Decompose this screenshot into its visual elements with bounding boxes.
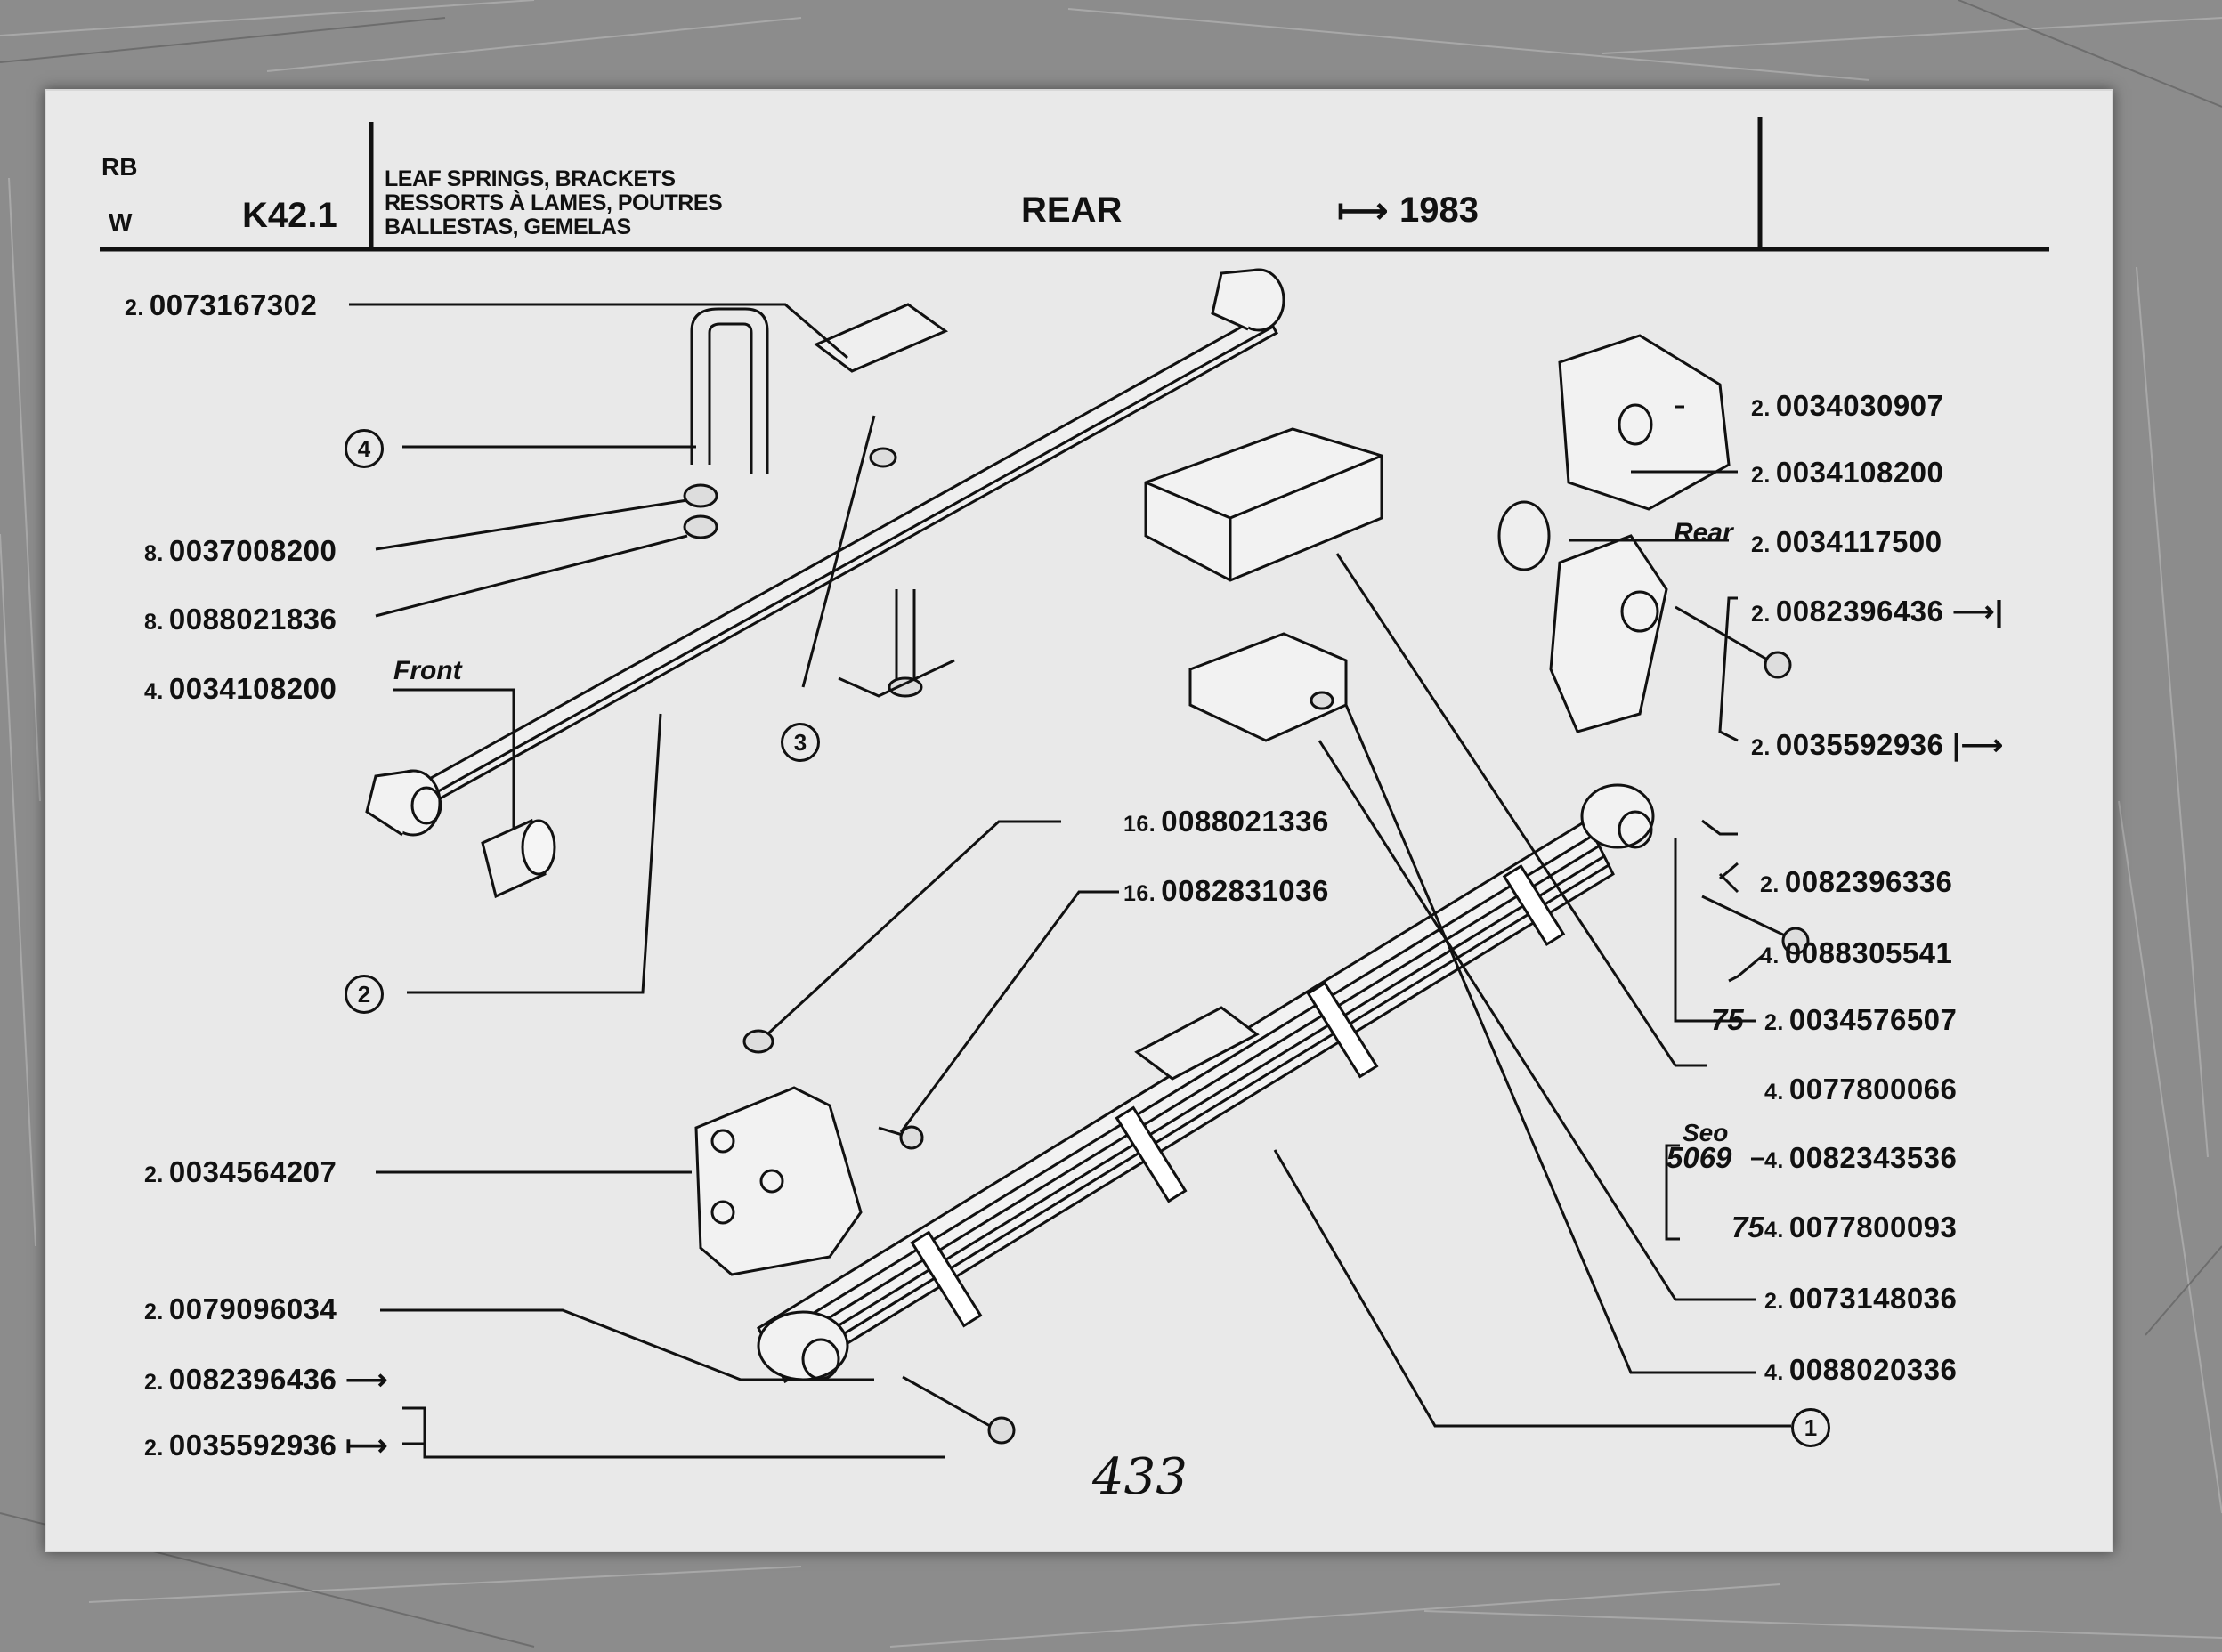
spacer-block-drawing	[1144, 427, 1383, 582]
part-label: 2.0034030907	[1751, 389, 1944, 422]
mounting-plate-drawing	[1188, 632, 1348, 742]
part-label: 4.0034108200	[144, 672, 337, 705]
part-label: 2.0034108200	[1751, 456, 1944, 489]
callout-2: 2	[345, 975, 384, 1014]
callout-4: 4	[345, 429, 384, 468]
part-label: 16.0082831036	[1123, 874, 1329, 907]
seo-note: Seo	[1683, 1119, 1729, 1146]
part-label: 2.0082396336	[1760, 865, 1953, 898]
part-label: 8.0037008200	[144, 534, 337, 567]
desc-en: LEAF SPRINGS, BRACKETS	[385, 166, 676, 191]
part-label: 8.0088021836	[144, 603, 337, 636]
callout-1: 1	[1791, 1408, 1830, 1447]
range-year: 1983	[1399, 190, 1479, 230]
range-arrow: ⟼	[1337, 191, 1389, 231]
exploded-view-drawing	[100, 117, 2049, 1459]
part-label: 2.0073148036	[1764, 1282, 1958, 1315]
front-hanger-bracket-drawing	[694, 1029, 924, 1276]
front-bushing-drawing	[481, 818, 556, 899]
main-leaf-spring-drawing	[757, 783, 1655, 1384]
variant-75-note: 75	[1711, 1003, 1744, 1036]
front-note: Front	[393, 656, 462, 685]
part-label: 2.0035592936 |⟶	[1751, 728, 2004, 761]
part-label: 4.0088305541	[1760, 936, 1953, 969]
part-label: 4.0077800066	[1764, 1073, 1958, 1105]
part-label: 2.0034117500	[1751, 525, 1942, 558]
rear-note: Rear	[1674, 518, 1733, 547]
part-label: 2.0034576507	[1764, 1003, 1958, 1036]
spring-plate-drawing	[814, 303, 949, 373]
part-label: 4.0077800093	[1764, 1211, 1958, 1243]
code-rb: RB	[101, 153, 138, 181]
part-label: 2.0073167302	[125, 288, 318, 321]
part-label: 2.0079096034	[144, 1292, 337, 1325]
seo-code-note: 5069	[1666, 1141, 1732, 1174]
upper-leaf-spring-drawing	[365, 268, 1285, 837]
variant-75-note: 75	[1731, 1211, 1764, 1243]
part-label: 2.0035592936 ⟼	[144, 1429, 388, 1462]
part-label: 16.0088021336	[1123, 805, 1329, 838]
part-label: 4.0088020336	[1764, 1353, 1958, 1386]
desc-fr: RESSORTS À LAMES, POUTRES	[385, 190, 723, 215]
rear-hanger-bracket-drawing	[1558, 334, 1731, 511]
u-bolt-drawing	[690, 307, 769, 474]
position-title: REAR	[1021, 190, 1123, 230]
part-label: 4.0082343536	[1764, 1141, 1958, 1174]
part-label: 2.0082396436 ⟶	[144, 1363, 388, 1396]
part-label: 2.0034564207	[144, 1155, 337, 1188]
section-code: K42.1	[242, 196, 337, 235]
callout-3: 3	[781, 723, 820, 762]
part-label: 2.0082396436 ⟶|	[1751, 595, 2004, 628]
desc-es: BALLESTAS, GEMELAS	[385, 215, 631, 239]
shackle-drawing	[1497, 500, 1792, 733]
page-number: 433	[1092, 1448, 1188, 1506]
code-w: W	[109, 208, 133, 236]
parts-diagram-sheet: RB W K42.1 LEAF SPRINGS, BRACKETS RESSOR…	[45, 89, 2113, 1552]
